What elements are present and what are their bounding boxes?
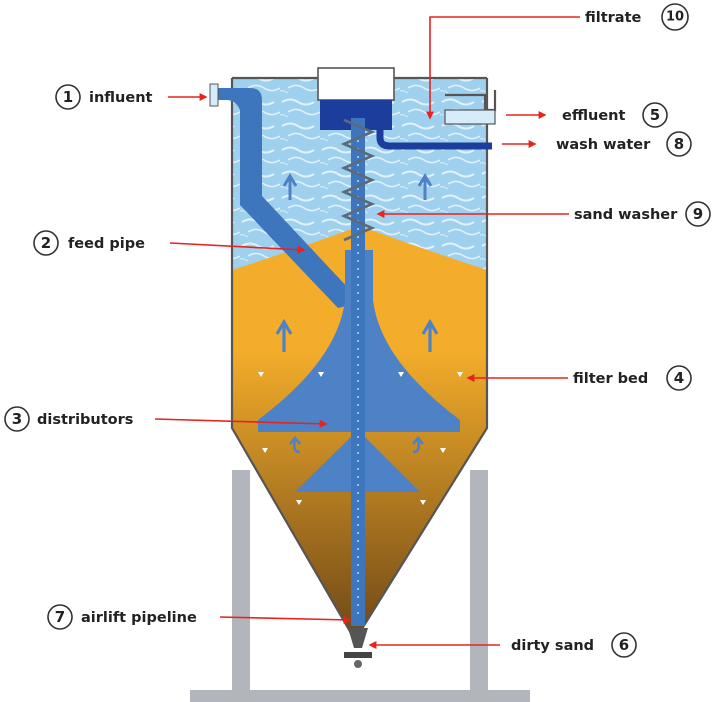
flow-arrows	[275, 173, 439, 454]
wash-water-pipe	[376, 118, 492, 150]
callout-text: effluent	[562, 108, 625, 124]
callout-text: filter bed	[573, 371, 648, 387]
effluent-outlet	[444, 109, 496, 125]
callout-text: wash water	[556, 137, 651, 153]
callout-distributors: 3 distributors	[4, 406, 133, 432]
callout-text: sand washer	[574, 207, 678, 223]
feed-pipe-assembly	[209, 83, 350, 308]
callout-number: 8	[674, 135, 684, 153]
callout-filtrate: filtrate 10	[585, 3, 689, 31]
leader-lines	[154, 16, 580, 649]
callout-number: 9	[693, 205, 703, 223]
effluent-weir	[444, 90, 497, 125]
callout-text: airlift pipeline	[81, 610, 197, 626]
right-leg	[470, 470, 488, 692]
air-valve	[344, 652, 372, 658]
callout-text: filtrate	[585, 10, 642, 26]
callout-filter-bed: filter bed 4	[573, 365, 692, 391]
callout-dirty-sand: dirty sand 6	[511, 632, 637, 658]
callout-number: 6	[619, 636, 629, 654]
callout-effluent: effluent 5	[562, 102, 668, 128]
callout-number: 4	[674, 369, 684, 387]
base-beam	[190, 690, 530, 702]
airlift-nozzle	[348, 628, 368, 648]
callout-text: dirty sand	[511, 638, 594, 654]
callout-number: 3	[12, 410, 22, 428]
callout-sand-washer: sand washer 9	[574, 201, 711, 227]
callout-wash-water: wash water 8	[556, 131, 692, 157]
callout-text: distributors	[37, 412, 133, 428]
sand-washer-coil	[340, 118, 376, 242]
callout-number: 2	[41, 234, 51, 252]
airlift-assembly	[340, 118, 376, 668]
callout-number: 1	[63, 88, 73, 106]
callout-text: feed pipe	[68, 236, 145, 252]
callout-number: 10	[666, 10, 684, 25]
air-valve-knob	[354, 660, 362, 668]
feed-pipe	[240, 104, 350, 308]
callout-text: influent	[89, 90, 153, 106]
support-legs	[190, 470, 530, 702]
callout-feed-pipe: 2 feed pipe	[33, 230, 145, 256]
left-leg	[232, 470, 250, 692]
callout-influent: 1 influent	[55, 84, 153, 110]
inlet-flange	[209, 83, 219, 107]
sand-arrows	[258, 372, 463, 583]
washer-neck	[317, 67, 395, 101]
callout-number: 5	[650, 106, 660, 124]
callout-number: 7	[55, 608, 65, 626]
callout-airlift-pipeline: 7 airlift pipeline	[47, 604, 197, 630]
